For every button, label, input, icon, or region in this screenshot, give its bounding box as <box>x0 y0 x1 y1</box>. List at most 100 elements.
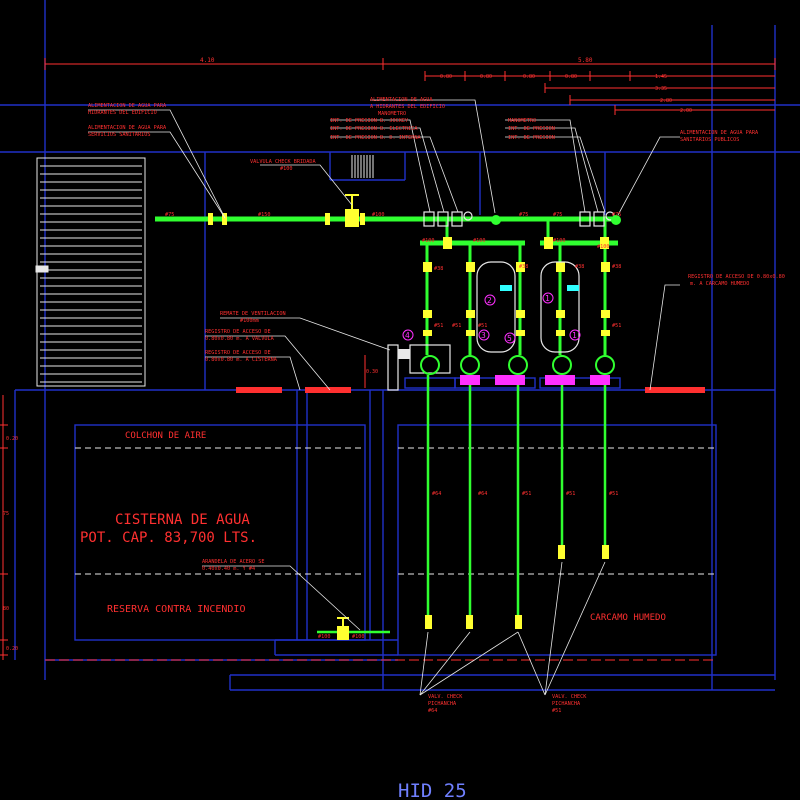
pipe-label-38c: #38 <box>575 264 584 270</box>
pipe-label-s51a: #51 <box>522 491 531 497</box>
pipe-label-75d: #75 <box>612 212 621 218</box>
note-access-cistern-1: REGISTRO DE ACCESO DE <box>205 350 271 356</box>
note-steel-ring-1: ARANDELA DE ACERO SE <box>202 559 264 565</box>
note-check-valve-2: #100 <box>280 166 293 172</box>
equipment-marks: 4 3 5 2 1 1 <box>402 292 581 344</box>
pumps <box>409 344 615 385</box>
dim-side4: 0.20 <box>6 646 18 652</box>
pipe-label-s51c: #51 <box>609 491 618 497</box>
pipe-label-100e: #100 <box>597 244 610 250</box>
pipe-label-75a: #75 <box>165 212 174 218</box>
note-feed-services-1: ALIMENTACION DE AGUA PARA <box>88 125 167 131</box>
note-vent-1: REMATE DE VENTILACION <box>220 311 286 317</box>
pipe-label-51a: #51 <box>434 323 443 329</box>
pipe-label-38d: #38 <box>612 264 621 270</box>
note-access-valve-1: REGISTRO DE ACCESO DE <box>205 329 271 335</box>
mark-6: 1 <box>545 294 550 303</box>
suction-pipes <box>317 375 607 634</box>
note-feed-public-2: SANITARIOS PUBLICOS <box>680 137 739 143</box>
zone-cistern-title: CISTERNA DE AGUA <box>115 512 250 528</box>
check-valve <box>345 194 359 227</box>
access-hatches <box>236 387 705 393</box>
zone-air-cushion: COLCHON DE AIRE <box>125 431 206 441</box>
vent-pipe <box>387 344 410 391</box>
dim-right-span: 5.80 <box>578 57 593 64</box>
note-access-cistern-2: 0.80x0.80 m. A CISTERNA <box>205 357 278 363</box>
pipe-label-v100a: #100 <box>318 634 331 640</box>
note-foot-valve-l2: PICHANCHA <box>428 701 457 707</box>
pipe-label-75c: #75 <box>553 212 562 218</box>
note-feed-hydrants-r1: ALIMENTACION DE AGUA <box>370 97 433 103</box>
note-check-valve-1: VALVULA CHECK BRIDADA <box>250 159 316 165</box>
note-foot-valve-l1: VALV. CHECK <box>428 694 463 700</box>
pipe-label-75b: #75 <box>519 212 528 218</box>
vent-grill <box>351 155 374 178</box>
pipe-label-s64a: #64 <box>432 491 441 497</box>
note-steel-ring-2: 0.40x0.40 m. Y #4 <box>202 566 255 572</box>
note-foot-valve-r1: VALV. CHECK <box>552 694 587 700</box>
mark-4: 4 <box>405 331 410 340</box>
dim-seg2: 0.80 <box>480 74 492 80</box>
tank-gauges <box>500 285 579 291</box>
pipe-label-150: #150 <box>258 212 271 218</box>
dim-vent: 0.30 <box>366 369 378 375</box>
dim-chain3: 2.00 <box>680 108 692 114</box>
pressure-tanks <box>476 261 580 353</box>
leader-lines <box>88 99 680 696</box>
zone-cistern-capacity: POT. CAP. 83,700 LTS. <box>80 530 257 546</box>
zone-fire-reserve: RESERVA CONTRA INCENDIO <box>107 604 245 615</box>
pipe-label-v100b: #100 <box>352 634 365 640</box>
dim-side1: 0.20 <box>6 436 18 442</box>
note-access-wet-1: REGISTRO DE ACCESO DE 0.80x0.80 <box>688 274 785 280</box>
cistern-valve <box>337 617 349 640</box>
pipe-label-100b: #100 <box>422 238 435 244</box>
pipe-label-100a: #100 <box>372 212 385 218</box>
dim-chain2: 2.80 <box>660 98 672 104</box>
pipe-label-38a: #38 <box>434 266 443 272</box>
note-int-press-electric: INT. DE PRESION B. ELECTRICA <box>330 126 418 132</box>
note-int-press-internal: INT. DE PRESION B. D. INTERNA <box>330 135 421 141</box>
note-manometer-r: MANOMETRO <box>508 118 536 124</box>
annotations: ALIMENTACION DE AGUA PARA HIDRANTES DEL … <box>88 97 785 714</box>
dim-seg3: 0.80 <box>523 74 535 80</box>
zone-labels: COLCHON DE AIRE CISTERNA DE AGUA POT. CA… <box>80 431 666 623</box>
pipe-label-51c: #51 <box>478 323 487 329</box>
dim-seg5: 1.45 <box>655 74 667 80</box>
dim-left-span: 4.10 <box>200 57 215 64</box>
note-feed-public-1: ALIMENTACION DE AGUA PARA <box>680 130 759 136</box>
foot-valves <box>425 545 609 629</box>
note-feed-hydrants-1: ALIMENTACION DE AGUA PARA <box>88 103 167 109</box>
note-foot-valve-l3: #64 <box>428 708 437 714</box>
mark-5: 5 <box>507 334 512 343</box>
note-feed-hydrants-2: HIDRANTES DEL EDIFICIO <box>88 110 157 116</box>
dim-side3: 80 <box>3 606 9 612</box>
pipe-label-51b: #51 <box>452 323 461 329</box>
pipe-label-100d: #100 <box>553 238 566 244</box>
door-grill <box>35 157 146 387</box>
pipe-size-labels: #75 #150 #100 #75 #75 #75 #100 #100 #100… <box>165 212 621 640</box>
dim-seg1: 0.80 <box>440 74 452 80</box>
zone-wet-pit: CARCAMO HUMEDO <box>590 613 666 623</box>
note-int-press-jockey: INT. DE PRESION B. JOCKEY <box>330 118 409 124</box>
mark-1: 1 <box>572 331 577 340</box>
structure-lines <box>0 0 800 691</box>
note-manometer-l: MANOMETRO <box>378 111 406 117</box>
note-foot-valve-r3: #51 <box>552 708 561 714</box>
pipe-label-100c: #100 <box>473 238 486 244</box>
pipe-label-51d: #51 <box>612 323 621 329</box>
pipe-label-s64b: #64 <box>478 491 487 497</box>
dim-chain1: 3.35 <box>655 86 667 92</box>
note-int-press-r1: INT. DE PRESION <box>508 126 555 132</box>
green-nodes <box>491 215 621 225</box>
pressure-switches <box>423 211 615 227</box>
dim-seg4: 0.80 <box>565 74 577 80</box>
dimension-lines <box>0 58 776 660</box>
note-feed-services-2: SERVICIOS SANITARIOS <box>88 132 150 138</box>
mark-2: 2 <box>487 296 492 305</box>
water-level-lines <box>75 447 716 575</box>
note-int-press-r2: INT. DE PRESION <box>508 135 555 141</box>
note-access-valve-2: 0.80x0.80 m. A VALVULA <box>205 336 275 342</box>
dim-side2: 75 <box>3 511 9 517</box>
